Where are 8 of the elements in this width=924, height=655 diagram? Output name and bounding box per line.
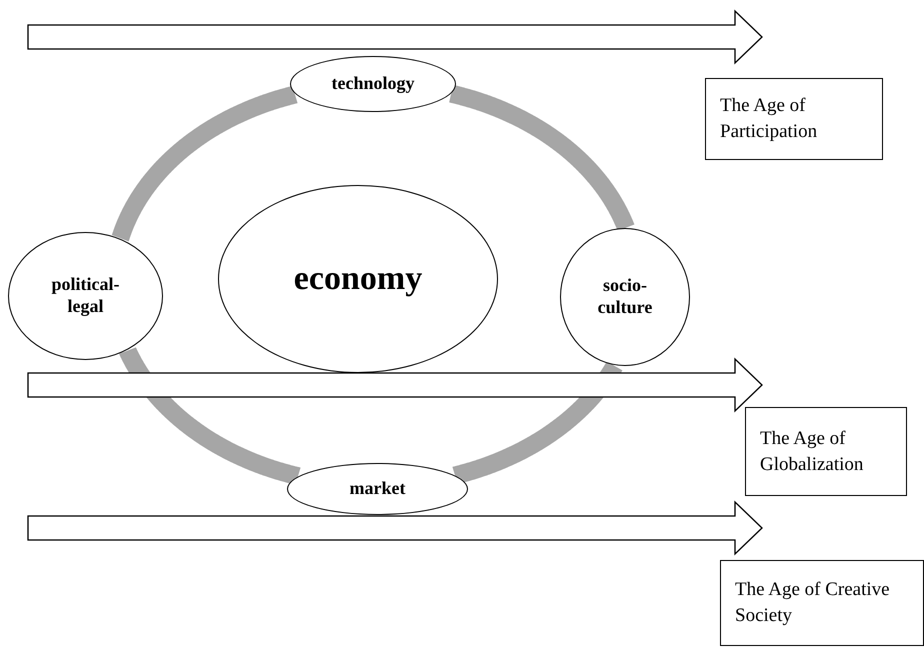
topic-ellipse: technology bbox=[290, 56, 456, 112]
era-label-box: The Age of Participation bbox=[705, 78, 883, 160]
topic-ellipse: market bbox=[287, 463, 468, 515]
topic-ellipse: political-legal bbox=[8, 232, 163, 360]
era-label-box: The Age of Globalization bbox=[745, 407, 907, 496]
topic-ellipse: economy bbox=[218, 185, 498, 373]
era-label-box: The Age of Creative Society bbox=[720, 560, 924, 646]
topic-ellipse: socio-culture bbox=[560, 228, 690, 366]
